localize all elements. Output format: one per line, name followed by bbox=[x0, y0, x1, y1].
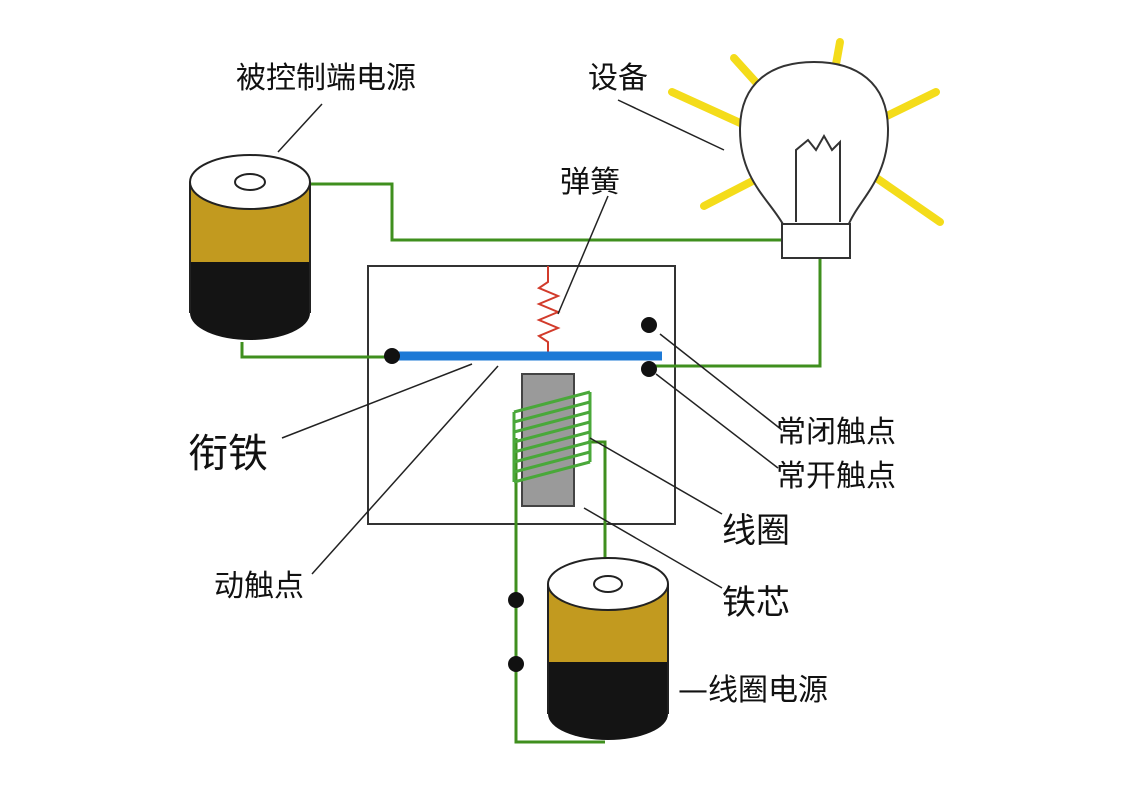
label-coil-power: —线圈电源 bbox=[678, 673, 828, 708]
label-moving-contact: 动触点 bbox=[214, 569, 304, 604]
leader-device bbox=[617, 99, 725, 151]
coil-windings bbox=[512, 390, 592, 484]
leader-no-contact bbox=[655, 373, 779, 469]
leader-coil bbox=[589, 437, 723, 515]
lamp-filament bbox=[795, 133, 841, 222]
battery1-terminal bbox=[234, 173, 266, 191]
wire-coil-to-battery bbox=[588, 440, 607, 578]
battery2-bottom-half bbox=[548, 662, 668, 740]
lamp-base bbox=[781, 223, 851, 259]
coil-power-battery bbox=[547, 557, 669, 740]
label-no-contact: 常开触点 bbox=[776, 459, 896, 494]
label-armature: 衔铁 bbox=[188, 431, 268, 477]
leader-nc-contact bbox=[659, 333, 783, 431]
lamp-bulb bbox=[738, 60, 890, 227]
iron-core bbox=[521, 373, 575, 507]
armature-pivot-dot bbox=[384, 348, 400, 364]
normally-open-contact-dot bbox=[641, 361, 657, 377]
leader-iron-core bbox=[583, 507, 723, 589]
wire-lamp-to-no-contact bbox=[650, 258, 822, 368]
coil-wire-dot-upper bbox=[508, 592, 524, 608]
coil-wire-dot-lower bbox=[508, 656, 524, 672]
label-coil: 线圈 bbox=[722, 511, 790, 551]
spring bbox=[536, 266, 561, 352]
wire-battery-bottom-to-armature bbox=[240, 342, 390, 359]
label-spring: 弹簧 bbox=[560, 165, 620, 200]
leader-lines bbox=[277, 99, 783, 589]
label-nc-contact: 常闭触点 bbox=[776, 415, 896, 450]
wire-coil-loop bbox=[514, 438, 605, 744]
leader-moving-contact bbox=[311, 365, 499, 575]
leader-controlled-power bbox=[277, 103, 323, 153]
label-iron-core: 铁芯 bbox=[722, 583, 790, 623]
controlled-power-battery bbox=[189, 154, 311, 340]
normally-closed-contact-dot bbox=[641, 317, 657, 333]
wires bbox=[240, 182, 822, 744]
wire-battery-top-to-lamp bbox=[250, 182, 782, 242]
leader-spring bbox=[557, 195, 609, 315]
leader-armature bbox=[281, 363, 473, 439]
battery2-terminal bbox=[593, 575, 623, 593]
label-device: 设备 bbox=[588, 61, 648, 96]
label-controlled-power: 被控制端电源 bbox=[236, 61, 416, 96]
lamp-device bbox=[668, 38, 944, 259]
battery1-bottom-half bbox=[190, 262, 310, 340]
